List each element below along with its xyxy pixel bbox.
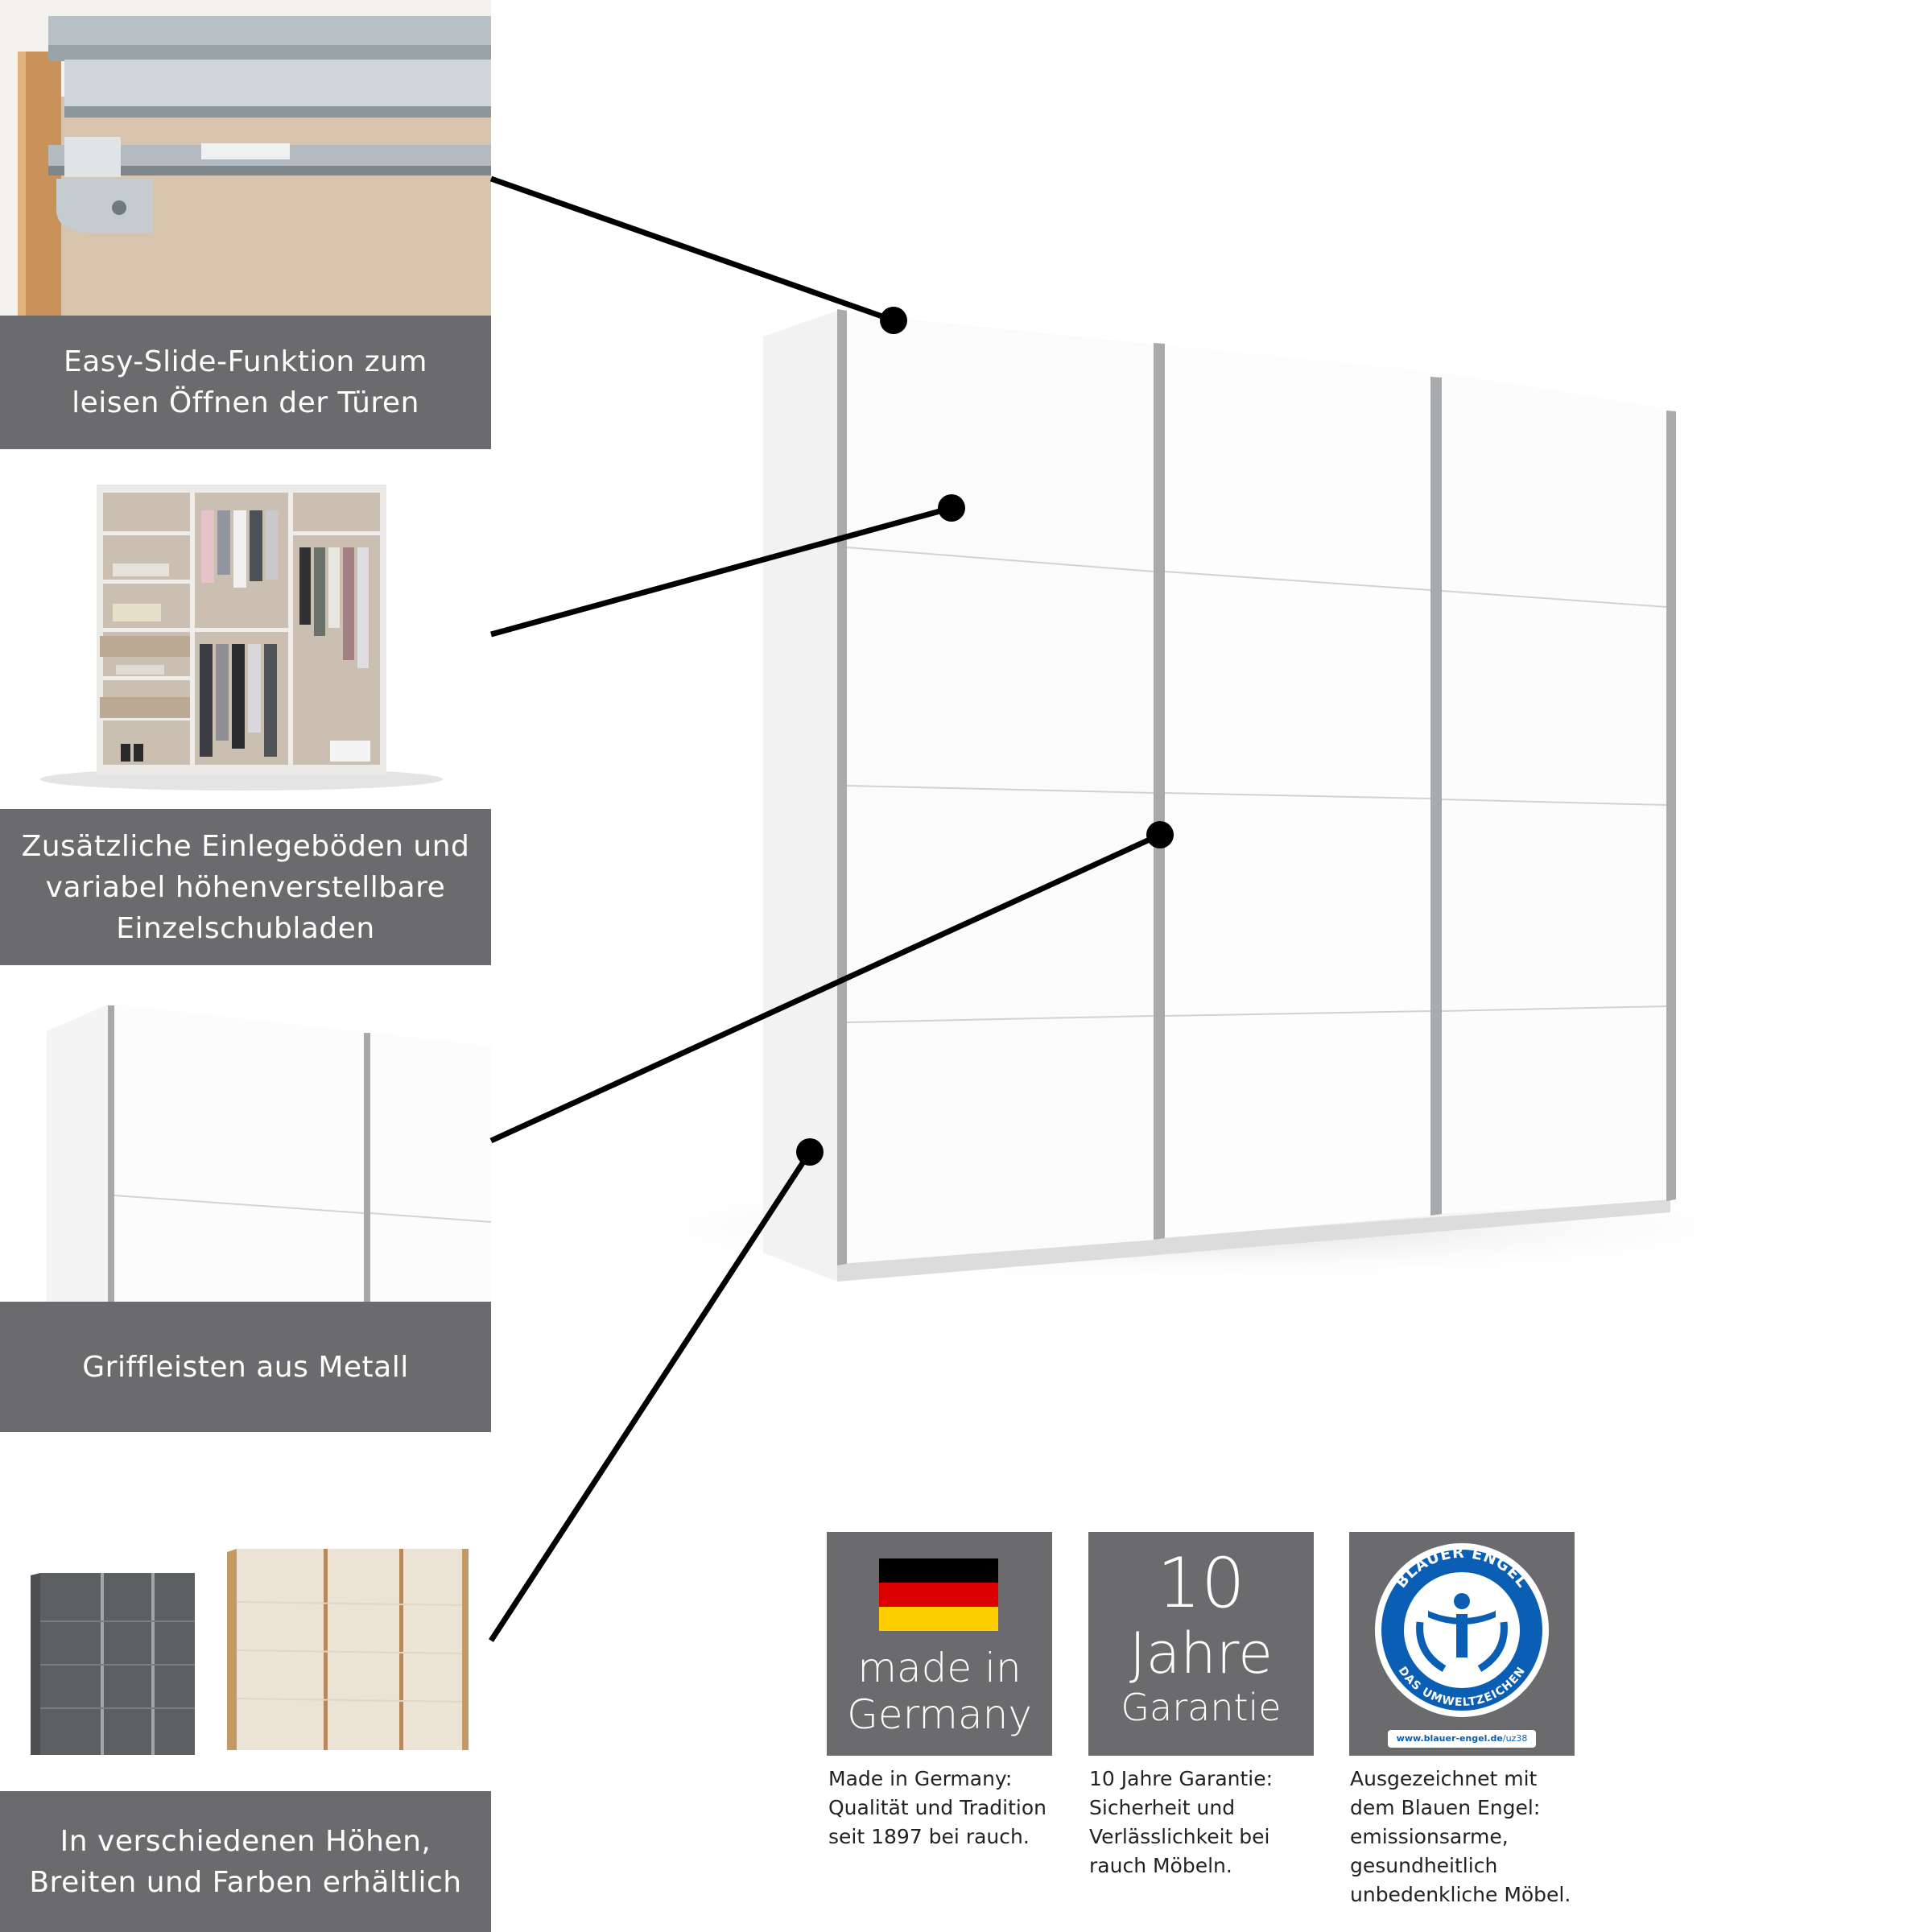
blauer-engel-badge: BLAUER ENGEL DAS UMWELTZEICHEN www.blaue… bbox=[1349, 1532, 1575, 1756]
badge-title-line: Jahre bbox=[1129, 1620, 1274, 1686]
caption-line: Zusätzliche Einlegeböden und bbox=[21, 829, 470, 863]
description-line: 10 Jahre Garantie: bbox=[1089, 1767, 1274, 1790]
blauer-engel-seal-icon: BLAUER ENGEL DAS UMWELTZEICHEN bbox=[1375, 1543, 1549, 1748]
url-suffix: /uz38 bbox=[1502, 1733, 1528, 1744]
handles-caption: Griffleisten aus Metall bbox=[0, 1302, 491, 1432]
guarantee-description: 10 Jahre Garantie: Sicherheit und Verläs… bbox=[1089, 1765, 1331, 1880]
blauer-engel-url: www.blauer-engel.de/uz38 bbox=[1388, 1730, 1536, 1748]
description-line: Qualität und Tradition bbox=[828, 1796, 1047, 1819]
badge-title-line: Garantie bbox=[1121, 1686, 1282, 1729]
callout-dot-shelves bbox=[938, 494, 965, 522]
description-line: Ausgezeichnet mit bbox=[1350, 1767, 1538, 1790]
made-in-germany-title: made in Germany bbox=[827, 1645, 1052, 1738]
guarantee-title: Jahre Garantie bbox=[1088, 1622, 1314, 1730]
caption-line: Easy-Slide-Funktion zum bbox=[64, 345, 427, 378]
blauer-engel-description: Ausgezeichnet mit dem Blauen Engel: emis… bbox=[1350, 1765, 1591, 1909]
description-line: seit 1897 bei rauch. bbox=[828, 1825, 1030, 1848]
description-line: Sicherheit und bbox=[1089, 1796, 1236, 1819]
callout-dot-easy-slide bbox=[880, 307, 907, 334]
easy-slide-caption: Easy-Slide-Funktion zum leisen Öffnen de… bbox=[0, 316, 491, 449]
caption-line: variabel höhenverstellbare bbox=[45, 870, 446, 904]
badge-title-line: Germany bbox=[847, 1691, 1032, 1738]
variants-photo bbox=[0, 1530, 491, 1791]
callout-line-shelves bbox=[490, 505, 952, 638]
guarantee-number: 10 bbox=[1157, 1543, 1245, 1624]
callout-line-handles bbox=[489, 832, 1162, 1144]
callout-line-variants bbox=[489, 1150, 812, 1642]
description-line: dem Blauen Engel: bbox=[1350, 1796, 1541, 1819]
description-line: Made in Germany: bbox=[828, 1767, 1013, 1790]
description-line: gesundheitlich bbox=[1350, 1854, 1498, 1877]
callout-dot-handles bbox=[1146, 821, 1174, 848]
badge-title-line: made in bbox=[857, 1645, 1022, 1691]
caption-line: Breiten und Farben erhältlich bbox=[29, 1865, 462, 1899]
description-line: unbedenkliche Möbel. bbox=[1350, 1883, 1571, 1906]
interior-photo bbox=[0, 475, 491, 797]
german-flag-icon bbox=[879, 1558, 998, 1631]
made-in-germany-description: Made in Germany: Qualität und Tradition … bbox=[828, 1765, 1070, 1852]
guarantee-badge: 10 Jahre Garantie bbox=[1088, 1532, 1314, 1756]
shelves-caption: Zusätzliche Einlegeböden und variabel hö… bbox=[0, 809, 491, 965]
variants-caption: In verschiedenen Höhen, Breiten und Farb… bbox=[0, 1791, 491, 1932]
made-in-germany-badge: made in Germany bbox=[827, 1532, 1052, 1756]
caption-line: leisen Öffnen der Türen bbox=[72, 386, 419, 419]
description-line: emissionsarme, bbox=[1350, 1825, 1509, 1848]
caption-line: In verschiedenen Höhen, bbox=[60, 1824, 431, 1858]
handle-photo bbox=[0, 994, 491, 1302]
caption-line: Einzelschubladen bbox=[116, 911, 375, 945]
description-line: Verlässlichkeit bei bbox=[1089, 1825, 1270, 1848]
callout-line-easy-slide bbox=[489, 175, 895, 324]
url-host: www.blauer-engel.de bbox=[1396, 1733, 1503, 1744]
callout-dot-variants bbox=[796, 1138, 824, 1166]
caption-line: Griffleisten aus Metall bbox=[82, 1350, 409, 1384]
description-line: rauch Möbeln. bbox=[1089, 1854, 1232, 1877]
easy-slide-photo bbox=[0, 0, 491, 316]
